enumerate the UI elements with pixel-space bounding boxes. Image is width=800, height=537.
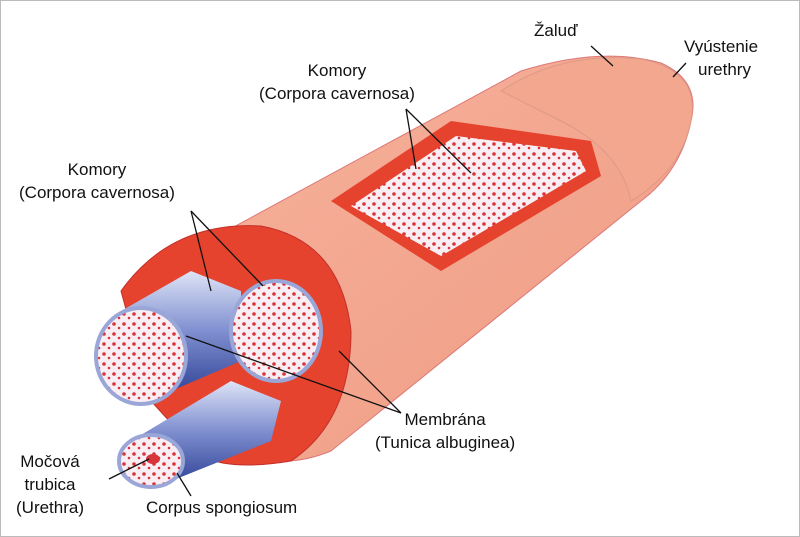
label-top-chambers-line2: (Corpora cavernosa) <box>259 84 415 103</box>
label-urethra-line2: trubica <box>24 475 76 494</box>
right-corpus-cavernosum <box>229 279 323 383</box>
label-top-chambers: Komory (Corpora cavernosa) <box>259 59 415 105</box>
label-glans: Žaluď <box>534 21 578 40</box>
leader-lines <box>108 45 687 497</box>
label-top-chambers-line1: Komory <box>307 61 367 80</box>
label-urethra: Močová trubica (Urethra) <box>16 450 84 519</box>
label-meatus-line1: Vyústenie <box>684 37 759 56</box>
label-left-chambers-line1: Komory <box>67 160 127 179</box>
left-corpus-cavernosum <box>94 306 188 406</box>
label-meatus-line2: urethry <box>698 60 751 79</box>
urethra-opening <box>146 454 160 464</box>
label-spongiosum: Corpus spongiosum <box>146 498 298 517</box>
label-membrane-line2: (Tunica albuginea) <box>375 433 516 452</box>
label-left-chambers: Komory (Corpora cavernosa) <box>19 158 175 204</box>
label-membrane: Membrána (Tunica albuginea) <box>375 408 515 454</box>
label-meatus: Vyústenie urethry <box>684 35 758 81</box>
label-urethra-line1: Močová <box>20 452 80 471</box>
glans-shape <box>500 57 693 202</box>
top-chamber-tissue <box>351 136 586 256</box>
label-left-chambers-line2: (Corpora cavernosa) <box>19 183 175 202</box>
label-membrane-line1: Membrána <box>404 410 486 429</box>
label-urethra-line3: (Urethra) <box>16 498 85 517</box>
